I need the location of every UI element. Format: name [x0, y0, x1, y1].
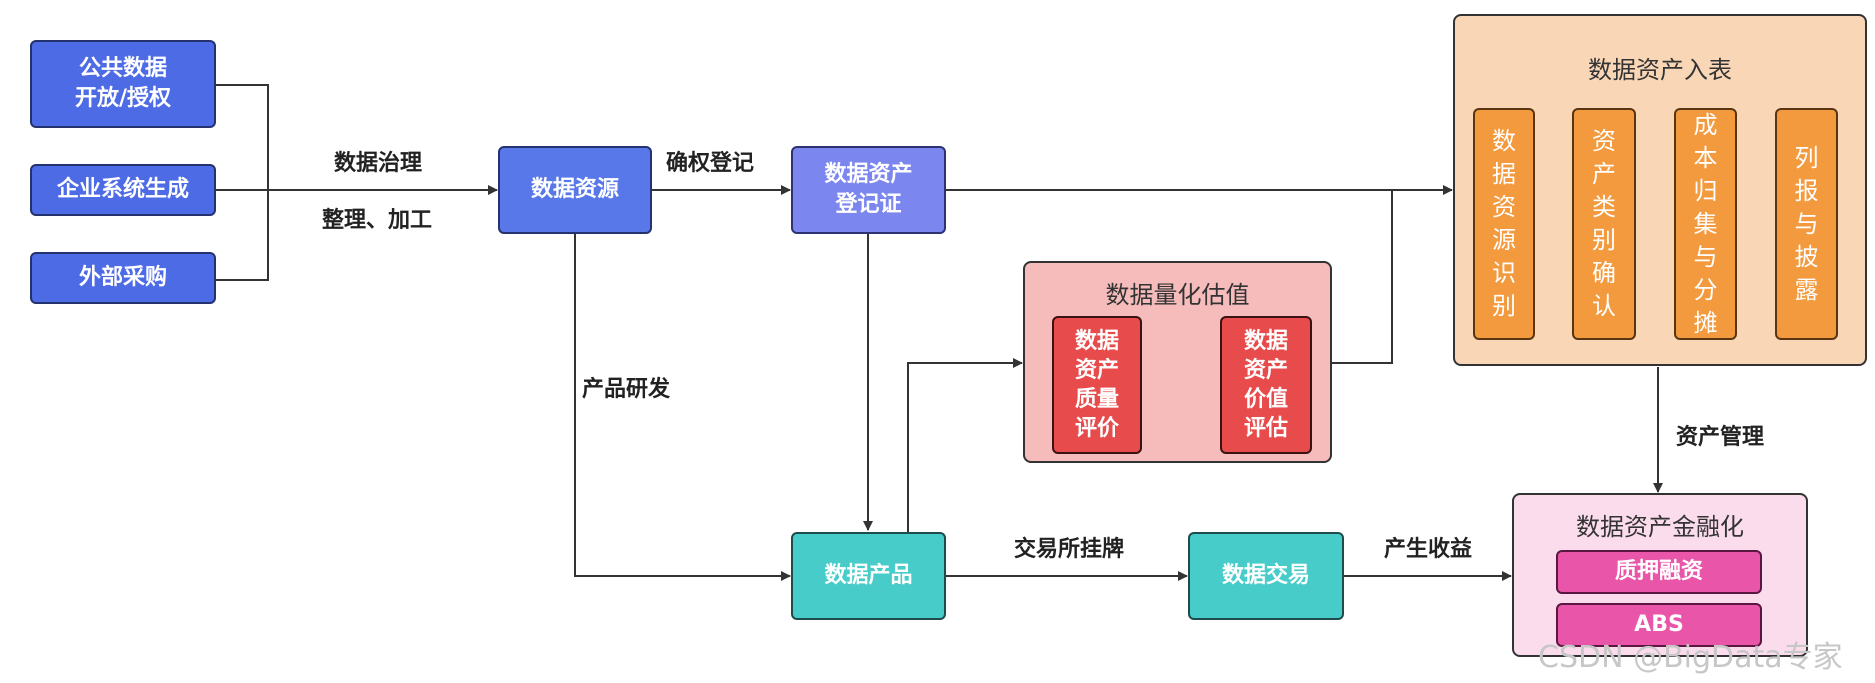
asset-entry-panel-title: 数据资产入表	[1588, 56, 1732, 84]
step-cost-allocation: 成 本 归 集 与 分 摊	[1674, 108, 1737, 340]
step-reporting-disclosure: 列 报 与 披 露	[1775, 108, 1838, 340]
connector-public	[215, 84, 269, 281]
node-asset-value-assessment: 数据 资产 价值 评估	[1220, 316, 1312, 454]
label-asset-management: 资产管理	[1676, 425, 1765, 450]
connector-resource-to-product	[574, 233, 791, 581]
source-enterprise-system: 企业系统生成	[30, 164, 216, 216]
label-governance: 数据治理	[334, 151, 423, 176]
node-abs: ABS	[1556, 603, 1762, 647]
label-rights-registration: 确权登记	[666, 151, 755, 176]
valuation-panel-title: 数据量化估值	[1105, 281, 1250, 309]
label-processing: 整理、加工	[322, 208, 433, 233]
label-exchange-listing: 交易所挂牌	[1014, 537, 1125, 562]
node-data-product: 数据产品	[791, 532, 946, 620]
source-external-purchase: 外部采购	[30, 252, 216, 304]
node-data-trading: 数据交易	[1188, 532, 1344, 620]
connector-product-to-valuation	[907, 358, 1023, 532]
node-data-resource: 数据资源	[498, 146, 652, 234]
label-product-development: 产品研发	[582, 377, 671, 402]
asset-finance-panel-title: 数据资产金融化	[1576, 513, 1744, 541]
csdn-watermark: CSDN @BigData专家	[1538, 640, 1843, 675]
step-category-confirmation: 资 产 类 别 确 认	[1572, 108, 1636, 340]
node-pledge-financing: 质押融资	[1556, 550, 1762, 594]
connector-valuation-to-entry	[1330, 190, 1393, 364]
label-generate-revenue: 产生收益	[1384, 537, 1473, 562]
node-asset-quality-evaluation: 数据 资产 质量 评价	[1052, 316, 1142, 454]
step-resource-identification: 数 据 资 源 识 别	[1473, 108, 1535, 340]
source-public-data: 公共数据 开放/授权	[30, 40, 216, 128]
node-data-asset-certificate: 数据资产 登记证	[791, 146, 946, 234]
